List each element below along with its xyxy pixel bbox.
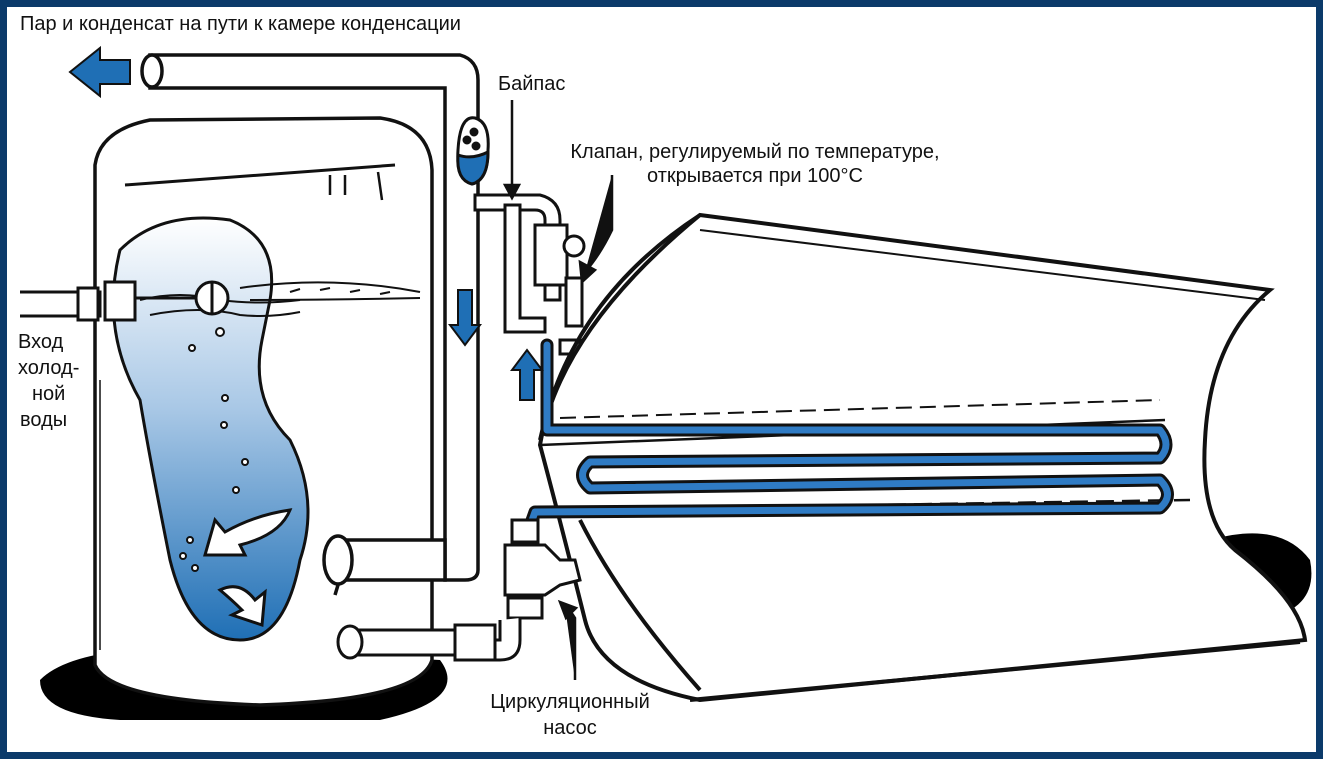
- steam-out-arrow: [68, 45, 131, 99]
- pointer-lines: [502, 100, 614, 680]
- cold-in-label-line1: Вход: [18, 331, 64, 353]
- pump-label-line1: Циркуляционный: [490, 691, 650, 713]
- sight-glass: [456, 116, 490, 186]
- water-surface-spray: [139, 281, 421, 317]
- absorber-tube: [518, 338, 1174, 547]
- up-flow-arrow: [510, 348, 544, 401]
- valve-label-line2: открывается при 100°С: [647, 165, 863, 187]
- cold-water-inlet-pipe: [20, 286, 102, 322]
- bypass-label: Байпас: [498, 73, 566, 95]
- pump-label-line2: насос: [543, 717, 597, 739]
- cold-in-label-line2: холод-: [18, 357, 80, 379]
- tank-return-pipe: [336, 623, 497, 662]
- valve-pointer: [584, 175, 614, 273]
- float-valve: [103, 280, 230, 322]
- steam-to-condenser-label: Пар и конденсат на пути к камере конденс…: [20, 13, 461, 35]
- steam-outlet-pipe: [140, 53, 480, 582]
- bypass-piping: [473, 193, 586, 356]
- flow-arrows: [68, 45, 544, 401]
- bubbles: [179, 327, 249, 572]
- cold-in-label-line3: ной: [32, 383, 66, 405]
- circulation-arrows: [203, 508, 293, 628]
- cold-in-label-line4: воды: [20, 409, 68, 431]
- tank-outlet-pipe: [322, 534, 447, 596]
- down-flow-arrow: [448, 289, 482, 347]
- valve-label-line1: Клапан, регулируемый по температуре,: [570, 141, 940, 163]
